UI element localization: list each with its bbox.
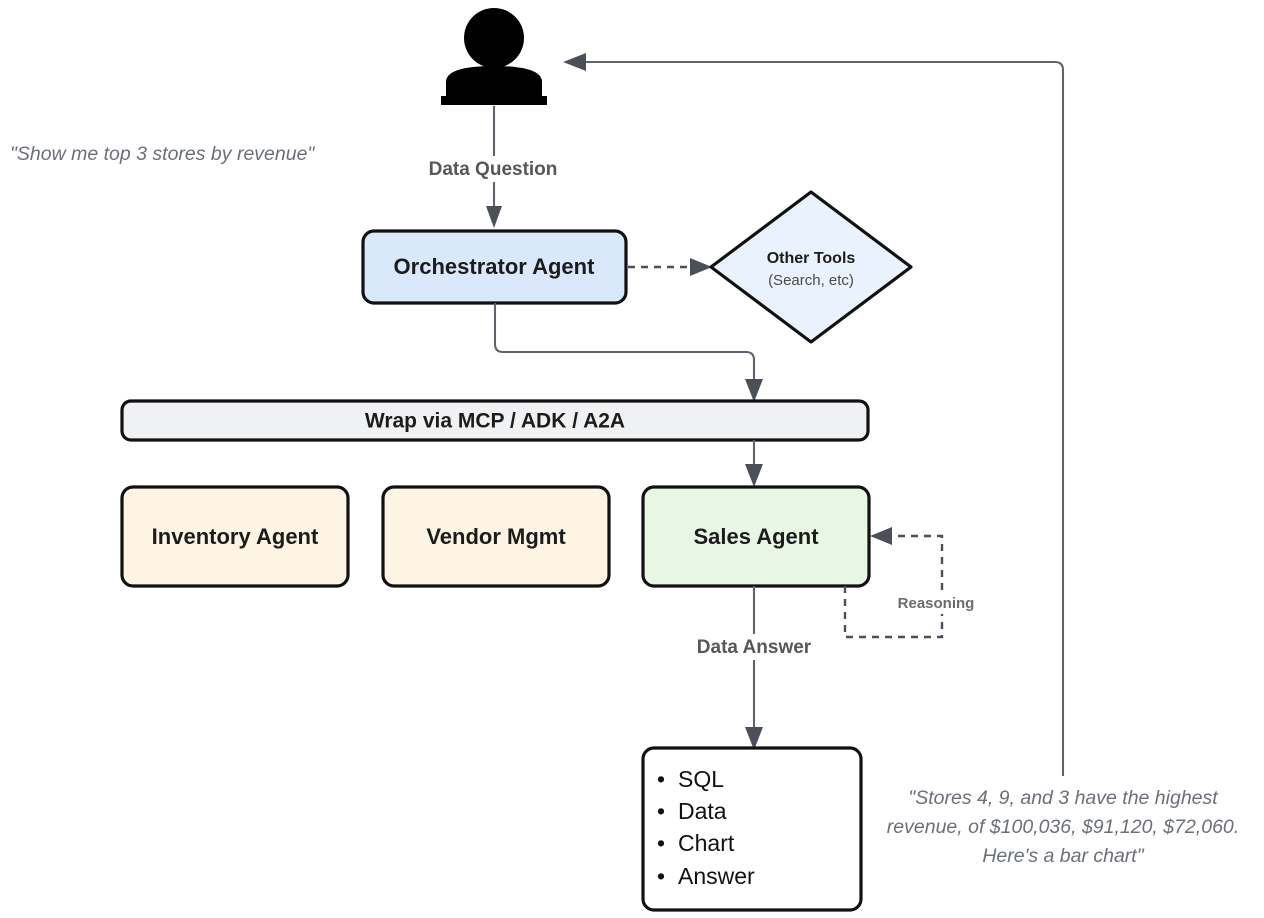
- quote-assistant-reply: "Stores 4, 9, and 3 have the highest rev…: [887, 787, 1239, 867]
- bullet-glyph-3: •: [657, 863, 665, 889]
- edge-data-question: Data Question: [410, 106, 576, 228]
- quote-reply-line-2: Here's a bar chart": [982, 845, 1144, 867]
- node-orchestrator-agent[interactable]: Orchestrator Agent: [361, 229, 628, 305]
- node-output-box[interactable]: • SQL • Data • Chart • Answer: [641, 746, 863, 912]
- edge-wrap-to-sales: [745, 440, 763, 487]
- edge-orchestrator-to-tools: [628, 258, 712, 276]
- node-other-tools[interactable]: Other Tools (Search, etc): [709, 190, 913, 344]
- edge-label-data-question: Data Question: [429, 159, 558, 180]
- quote-reply-line-1: revenue, of $100,036, $91,120, $72,060.: [887, 816, 1239, 838]
- node-label-inventory: Inventory Agent: [152, 524, 319, 549]
- output-bullet-0: •: [657, 766, 665, 792]
- node-label-vendor: Vendor Mgmt: [426, 524, 566, 549]
- output-item-1: Data: [678, 798, 727, 824]
- node-sales-agent[interactable]: Sales Agent: [641, 485, 871, 588]
- output-bullet-1: •: [657, 798, 665, 824]
- output-item-3: Answer: [678, 863, 755, 889]
- edge-data-answer: Data Answer: [676, 586, 834, 750]
- node-wrap-layer[interactable]: Wrap via MCP / ADK / A2A: [120, 399, 870, 442]
- node-sublabel-other-tools: (Search, etc): [768, 272, 854, 289]
- node-vendor-mgmt[interactable]: Vendor Mgmt: [381, 485, 611, 588]
- edge-label-data-answer: Data Answer: [697, 637, 812, 658]
- output-list: • SQL • Data • Chart • Answer: [657, 766, 755, 889]
- node-label-wrap: Wrap via MCP / ADK / A2A: [365, 410, 625, 433]
- bullet-glyph-1: •: [657, 798, 665, 824]
- node-label-other-tools: Other Tools: [767, 250, 856, 267]
- edge-label-reasoning: Reasoning: [898, 595, 975, 612]
- node-inventory-agent[interactable]: Inventory Agent: [120, 485, 350, 588]
- node-label-sales: Sales Agent: [693, 524, 819, 549]
- bullet-glyph-2: •: [657, 830, 665, 856]
- edge-reasoning-loop: Reasoning: [843, 527, 989, 639]
- output-bullet-3: •: [657, 863, 665, 889]
- output-bullet-2: •: [657, 830, 665, 856]
- edge-orchestrator-to-wrap: [493, 303, 763, 402]
- edge-feedback-to-user: [563, 53, 1065, 776]
- output-item-0: SQL: [678, 766, 724, 792]
- output-item-2: Chart: [678, 830, 735, 856]
- user-person-icon: [441, 8, 547, 105]
- quote-user-request: "Show me top 3 stores by revenue": [10, 143, 315, 165]
- node-label-orchestrator: Orchestrator Agent: [394, 254, 596, 279]
- bullet-glyph-0: •: [657, 766, 665, 792]
- quote-reply-line-0: "Stores 4, 9, and 3 have the highest: [908, 787, 1219, 809]
